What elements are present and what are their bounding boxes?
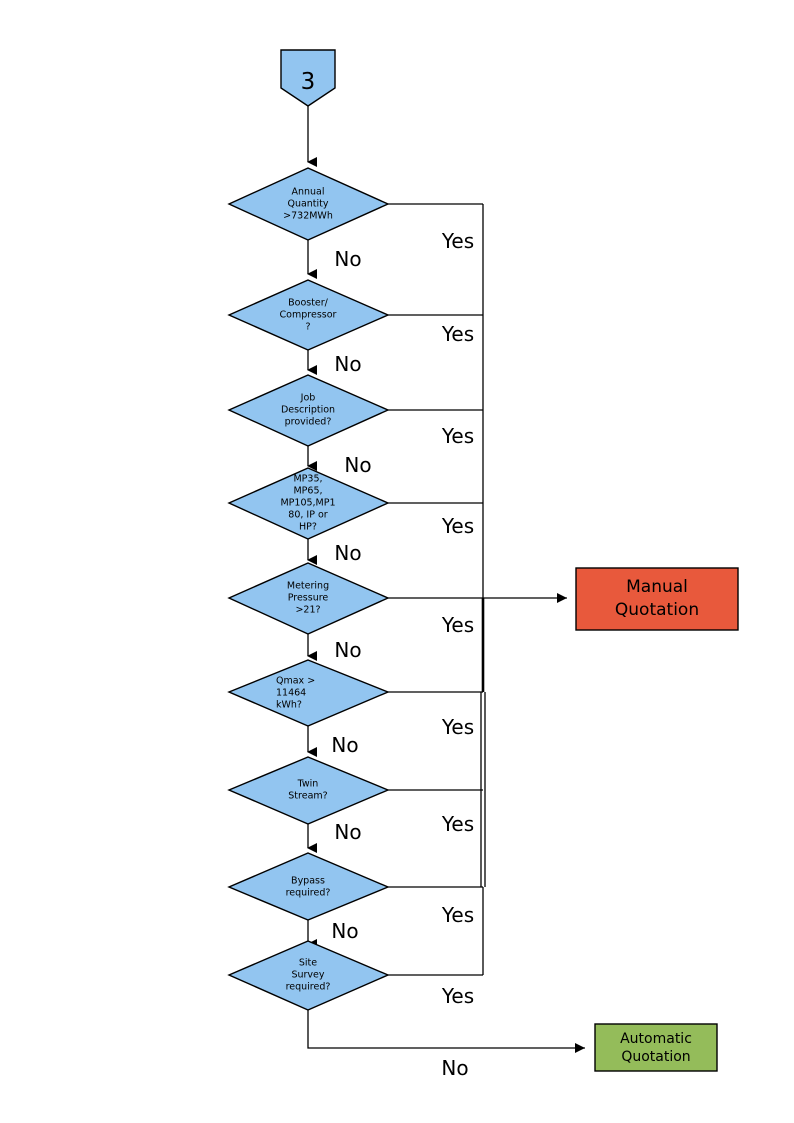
decision-twin-stream-line-0: Twin <box>297 779 319 790</box>
label-mp-pressure-tier-no: No <box>334 541 361 565</box>
automatic-quotation-line-1: Quotation <box>621 1049 690 1065</box>
decision-mp-pressure-tier-line-1: MP65, <box>293 486 322 497</box>
decision-annual-quantity[interactable]: Annual Quantity >732MWh <box>227 167 390 241</box>
decision-annual-quantity-line-1: Quantity <box>287 199 328 210</box>
decision-booster-compressor-line-0: Booster/ <box>288 298 329 309</box>
decision-bypass-required-line-1: required? <box>286 888 331 899</box>
automatic-quotation-box-shape <box>594 1023 718 1072</box>
decision-twin-stream-line-1: Stream? <box>288 791 327 802</box>
start-pentagon-shape <box>280 49 336 107</box>
label-annual-quantity-yes: Yes <box>441 229 474 253</box>
decision-metering-pressure-line-2: >21? <box>295 605 320 616</box>
decision-bypass-required[interactable]: Bypass required? <box>227 852 390 921</box>
decision-annual-quantity-line-2: >732MWh <box>283 211 333 222</box>
decision-job-description-line-2: provided? <box>285 417 332 428</box>
start-connector-label: 3 <box>301 69 316 95</box>
label-bypass-required-yes: Yes <box>441 903 474 927</box>
decision-metering-pressure-line-0: Metering <box>287 581 329 592</box>
outcome-manual-quotation[interactable]: Manual Quotation <box>575 567 739 631</box>
decision-qmax[interactable]: Qmax > 11464 kWh? <box>227 659 390 727</box>
label-booster-compressor-yes: Yes <box>441 322 474 346</box>
manual-quotation-box-shape <box>575 567 739 631</box>
decision-job-description-line-0: Job <box>300 393 316 404</box>
decision-qmax-line-2: kWh? <box>276 700 302 711</box>
label-bypass-required-no: No <box>331 919 358 943</box>
decision-metering-pressure[interactable]: Metering Pressure >21? <box>227 562 390 635</box>
label-site-survey-no: No <box>441 1056 468 1080</box>
decision-job-description-line-1: Description <box>281 405 335 416</box>
label-metering-pressure-no: No <box>334 638 361 662</box>
label-metering-pressure-yes: Yes <box>441 613 474 637</box>
manual-quotation-line-1: Quotation <box>615 600 699 620</box>
decision-qmax-shape <box>227 659 390 727</box>
decision-mp-pressure-tier-line-3: 80, IP or <box>288 510 327 521</box>
label-job-description-no: No <box>344 453 371 477</box>
decision-site-survey[interactable]: Site Survey required? <box>227 940 390 1011</box>
decision-qmax-line-1: 11464 <box>276 688 306 699</box>
label-qmax-no: No <box>331 733 358 757</box>
decision-mp-pressure-tier-line-0: MP35, <box>293 474 322 485</box>
start-connector-node[interactable]: 3 <box>280 49 336 107</box>
label-mp-pressure-tier-yes: Yes <box>441 514 474 538</box>
decision-site-survey-line-1: Survey <box>291 970 324 981</box>
decision-twin-stream[interactable]: Twin Stream? <box>227 756 390 825</box>
label-twin-stream-no: No <box>334 820 361 844</box>
label-annual-quantity-no: No <box>334 247 361 271</box>
outcome-automatic-quotation[interactable]: Automatic Quotation <box>594 1023 718 1072</box>
label-twin-stream-yes: Yes <box>441 812 474 836</box>
decision-bypass-required-line-0: Bypass <box>291 876 325 887</box>
decision-booster-compressor[interactable]: Booster/ Compressor ? <box>227 279 390 351</box>
decision-qmax-line-0: Qmax > <box>276 676 315 687</box>
decision-metering-pressure-line-1: Pressure <box>288 593 329 604</box>
decision-bypass-required-shape <box>227 852 390 921</box>
decision-mp-pressure-tier-line-2: MP105,MP1 <box>280 498 335 509</box>
automatic-quotation-line-0: Automatic <box>620 1031 692 1047</box>
label-qmax-yes: Yes <box>441 715 474 739</box>
manual-quotation-line-0: Manual <box>626 577 688 597</box>
label-booster-compressor-no: No <box>334 352 361 376</box>
edge-site-survey-no-to-automatic-quotation <box>307 1010 585 1053</box>
label-job-description-yes: Yes <box>441 424 474 448</box>
decision-booster-compressor-line-1: Compressor <box>280 310 337 321</box>
decision-site-survey-line-0: Site <box>299 958 317 969</box>
decision-site-survey-line-2: required? <box>286 982 331 993</box>
label-site-survey-yes: Yes <box>441 984 474 1008</box>
decision-mp-pressure-tier[interactable]: MP35, MP65, MP105,MP1 80, IP or HP? <box>227 467 390 540</box>
decision-annual-quantity-line-0: Annual <box>291 187 324 198</box>
decision-booster-compressor-line-2: ? <box>305 322 310 333</box>
decision-job-description[interactable]: Job Description provided? <box>227 374 390 447</box>
decision-mp-pressure-tier-line-4: HP? <box>299 522 317 533</box>
